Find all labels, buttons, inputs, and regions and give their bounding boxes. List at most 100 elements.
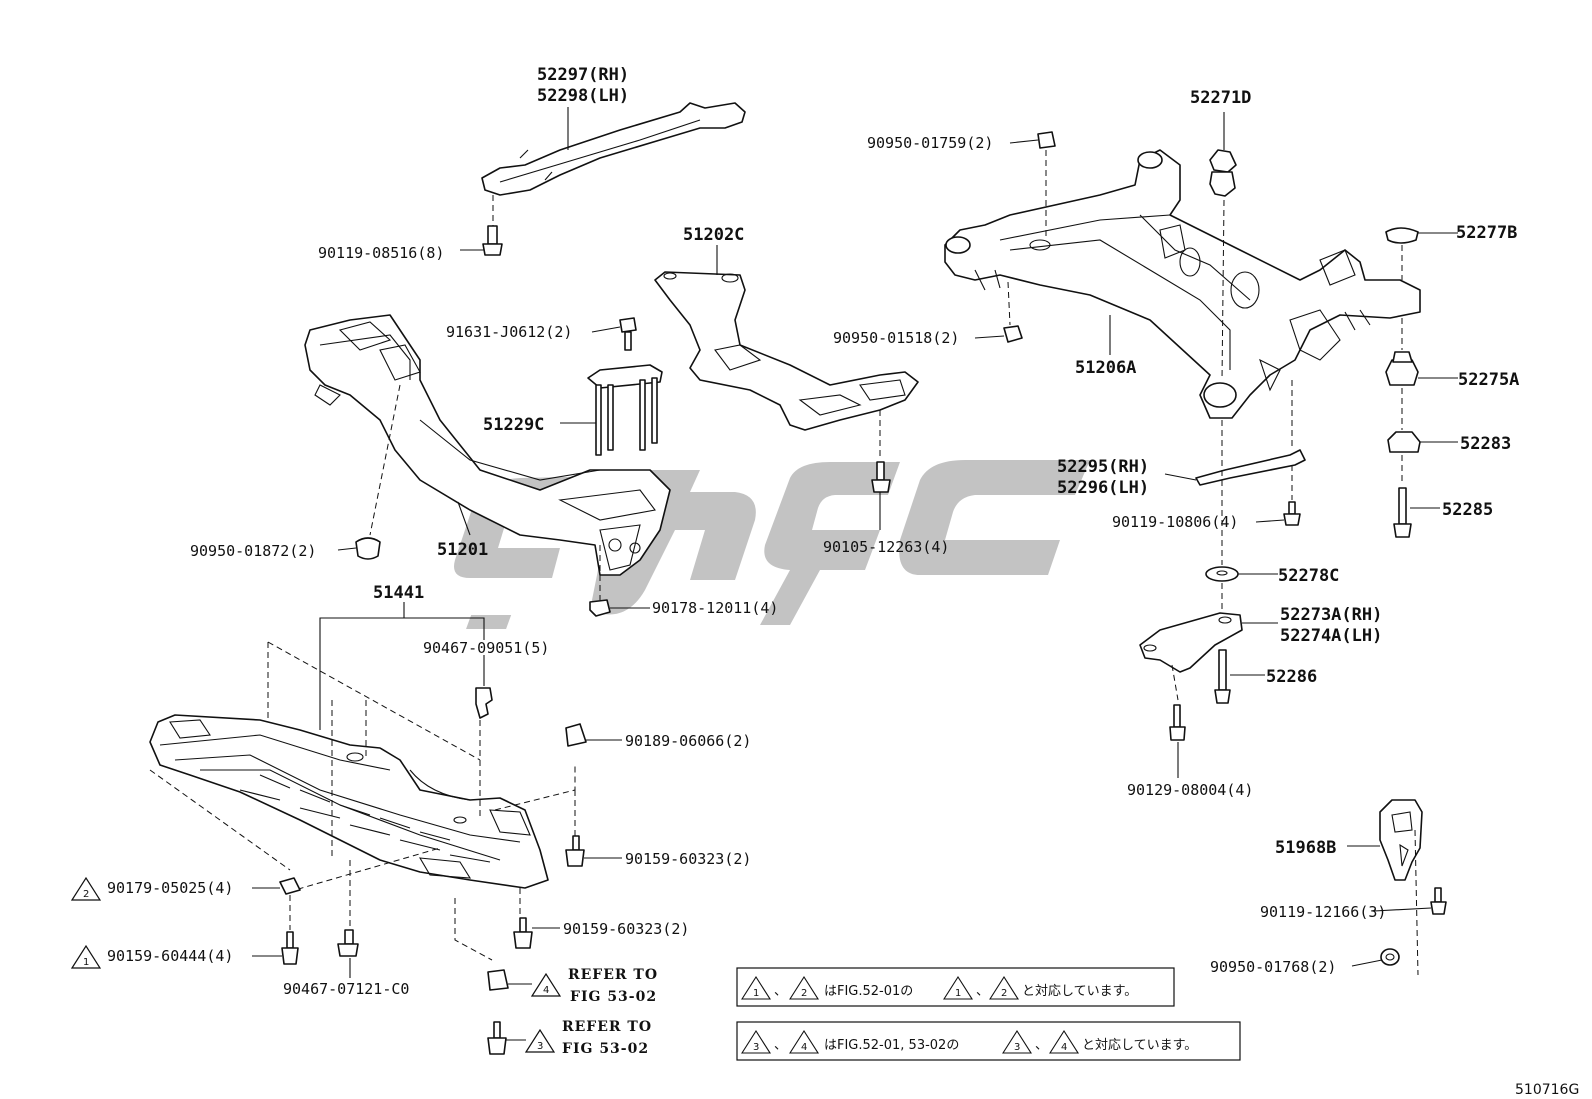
bolt-90119-10806[interactable] xyxy=(1283,501,1301,526)
nut-90179-05025[interactable] xyxy=(279,877,301,895)
leader-51441-bracket xyxy=(319,617,485,640)
note-box-1: 1 、 2 はFIG.52-01の 1 、 2 と対応しています。 xyxy=(736,967,1175,1007)
refer-to-text-a: REFER TO xyxy=(568,967,658,983)
note-2-tail: と対応しています。 xyxy=(1082,1038,1197,1053)
label-90467-07121[interactable]: 90467-07121-C0 xyxy=(283,980,409,998)
label-51229c[interactable]: 51229C xyxy=(483,415,544,435)
bracket-52273a-52274a[interactable] xyxy=(1139,612,1243,673)
rod-52295-52296[interactable] xyxy=(1195,449,1306,486)
svg-text:、: 、 xyxy=(774,984,787,999)
svg-text:2: 2 xyxy=(801,988,807,999)
svg-text:2: 2 xyxy=(83,889,89,900)
svg-text:3: 3 xyxy=(1014,1042,1020,1053)
clip-90467-07121[interactable] xyxy=(337,929,359,957)
label-52286[interactable]: 52286 xyxy=(1266,667,1317,687)
stopper-90950-01759[interactable] xyxy=(1037,131,1056,149)
bolt-90159-60323-a[interactable] xyxy=(565,835,585,867)
note-box-2: 3 、 4 はFIG.52-01, 53-02の 3 、 4 と対応しています。 xyxy=(736,1021,1241,1061)
label-52298[interactable]: 52298(LH) xyxy=(537,86,629,106)
label-52283[interactable]: 52283 xyxy=(1460,434,1511,454)
label-90119-12166[interactable]: 90119-12166(3) xyxy=(1260,903,1386,921)
bolt-90129-08004[interactable] xyxy=(1169,704,1186,741)
label-51206a[interactable]: 51206A xyxy=(1075,358,1136,378)
washer-52277b[interactable] xyxy=(1385,227,1419,244)
bolt-90159-60444[interactable] xyxy=(281,931,299,965)
label-90159-60323-b[interactable]: 90159-60323(2) xyxy=(563,920,689,938)
bolt-91631-j0612[interactable] xyxy=(619,317,637,351)
bolt-90159-60323-b[interactable] xyxy=(513,917,533,949)
bolt-52286[interactable] xyxy=(1214,649,1231,704)
svg-text:1: 1 xyxy=(83,957,89,968)
leader-90950-01768 xyxy=(1351,959,1383,967)
bolt-52285[interactable] xyxy=(1393,487,1412,538)
bolt-90119-08516[interactable] xyxy=(482,225,503,256)
label-91631[interactable]: 91631-J0612(2) xyxy=(446,323,572,341)
label-52271d[interactable]: 52271D xyxy=(1190,88,1251,108)
refer-fig-text-a[interactable]: FIG 53-02 xyxy=(570,989,657,1005)
label-52277b[interactable]: 52277B xyxy=(1456,223,1517,243)
label-51968b[interactable]: 51968B xyxy=(1275,838,1336,858)
label-90189[interactable]: 90189-06066(2) xyxy=(625,732,751,750)
crossmember-51201[interactable] xyxy=(304,314,671,576)
label-90159-60323-a[interactable]: 90159-60323(2) xyxy=(625,850,751,868)
bushing-52275a[interactable] xyxy=(1385,351,1419,386)
label-52273a[interactable]: 52273A(RH) xyxy=(1280,605,1382,625)
bracket-51968b[interactable] xyxy=(1379,799,1423,881)
leader-90119-12166 xyxy=(1373,907,1432,912)
label-90159-60444[interactable]: 90159-60444(4) xyxy=(107,947,233,965)
label-90950-01518[interactable]: 90950-01518(2) xyxy=(833,329,959,347)
dash-uc-12 xyxy=(454,898,493,961)
stopper-90950-01518[interactable] xyxy=(1003,325,1023,343)
refer-fig-text-b[interactable]: FIG 53-02 xyxy=(562,1041,649,1057)
stopper-90950-01872[interactable] xyxy=(355,537,381,560)
label-90950-01768[interactable]: 90950-01768(2) xyxy=(1210,958,1336,976)
label-51202c[interactable]: 51202C xyxy=(683,225,744,245)
label-52296[interactable]: 52296(LH) xyxy=(1057,478,1149,498)
figure-id: 510716G xyxy=(1515,1082,1579,1098)
svg-text:4: 4 xyxy=(1061,1042,1067,1053)
stopper-90950-01768[interactable] xyxy=(1380,948,1400,966)
crossmember-51206a[interactable] xyxy=(944,149,1421,419)
label-52285[interactable]: 52285 xyxy=(1442,500,1493,520)
dash-52271d xyxy=(1221,199,1225,381)
undercover-51441[interactable] xyxy=(149,714,549,889)
label-90129[interactable]: 90129-08004(4) xyxy=(1127,781,1253,799)
label-52275a[interactable]: 52275A xyxy=(1458,370,1519,390)
bracket-51202c[interactable] xyxy=(654,271,919,431)
svg-text:2: 2 xyxy=(1001,988,1007,999)
svg-text:1: 1 xyxy=(753,988,759,999)
note-1-fig-ref: はFIG.52-01の xyxy=(824,984,913,999)
nut-90189-06066[interactable] xyxy=(565,723,587,747)
dash-51201-stopper xyxy=(369,384,401,536)
clip-90467-09051[interactable] xyxy=(475,687,493,719)
label-52278c[interactable]: 52278C xyxy=(1278,566,1339,586)
label-90950-01872[interactable]: 90950-01872(2) xyxy=(190,542,316,560)
svg-text:4: 4 xyxy=(801,1042,807,1053)
dash-51206a-left xyxy=(1007,281,1011,326)
bolt-90119-12166[interactable] xyxy=(1430,887,1447,915)
label-51201[interactable]: 51201 xyxy=(437,540,488,560)
nut-90178-12011[interactable] xyxy=(589,599,611,617)
bolt-refer-fig53-02-b[interactable] xyxy=(487,1021,507,1055)
label-90950-01759[interactable]: 90950-01759(2) xyxy=(867,134,993,152)
label-90178[interactable]: 90178-12011(4) xyxy=(652,599,778,617)
nut-refer-fig53-02-a[interactable] xyxy=(487,969,509,991)
label-90119-10806[interactable]: 90119-10806(4) xyxy=(1112,513,1238,531)
leader-91631 xyxy=(591,326,621,333)
bracket-51229c[interactable] xyxy=(587,364,663,456)
dash-uc-2 xyxy=(267,641,481,761)
label-51441[interactable]: 51441 xyxy=(373,583,424,603)
bushing-52271d[interactable] xyxy=(1209,149,1237,197)
label-90119-08516[interactable]: 90119-08516(8) xyxy=(318,244,444,262)
washer-52278c[interactable] xyxy=(1205,566,1239,582)
label-52295[interactable]: 52295(RH) xyxy=(1057,457,1149,477)
label-90467-09051[interactable]: 90467-09051(5) xyxy=(423,639,549,657)
label-90105[interactable]: 90105-12263(4) xyxy=(823,538,949,556)
label-52297[interactable]: 52297(RH) xyxy=(537,65,629,85)
bushing-52283[interactable] xyxy=(1387,431,1421,453)
brace-52297-52298[interactable] xyxy=(481,102,746,196)
bolt-90105-12263[interactable] xyxy=(871,461,891,493)
label-90179[interactable]: 90179-05025(4) xyxy=(107,879,233,897)
note-2-fig-ref: はFIG.52-01, 53-02の xyxy=(824,1038,959,1053)
label-52274a[interactable]: 52274A(LH) xyxy=(1280,626,1382,646)
